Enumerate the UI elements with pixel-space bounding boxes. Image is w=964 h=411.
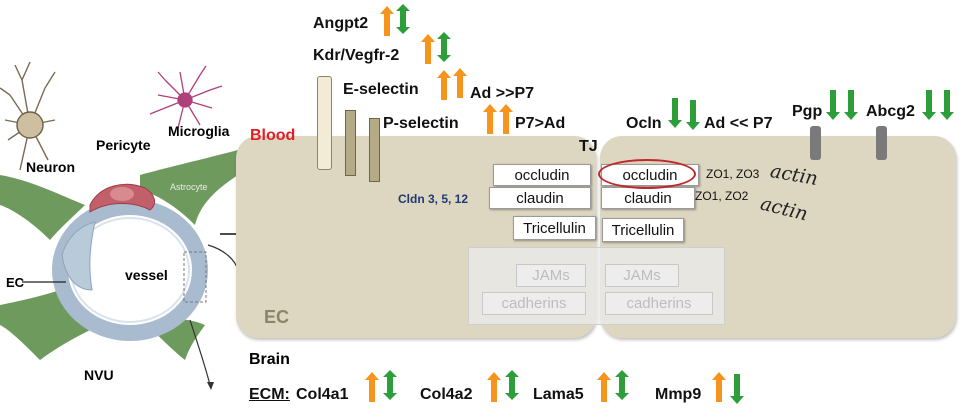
col4a2-label: Col4a2 [420, 386, 473, 403]
tj-label: TJ [579, 138, 598, 155]
eselectin-pillar-2 [345, 110, 356, 176]
ocln-label: Ocln [626, 115, 662, 132]
astrocyte-label: Astrocyte [170, 182, 208, 192]
ec-cell-label: EC [264, 307, 290, 327]
ec-left-label: EC [6, 275, 25, 290]
mmp9-label: Mmp9 [655, 386, 702, 403]
zo-top-label: ZO1, ZO3 [706, 167, 760, 181]
endothelial-cell [61, 221, 96, 291]
blood-label: Blood [250, 127, 296, 144]
jams-left: JAMs [516, 264, 586, 287]
astrocyte-top-left [0, 175, 85, 240]
jams-right: JAMs [605, 264, 679, 287]
astrocyte-top-right [140, 150, 238, 225]
vessel-outer [52, 199, 208, 341]
eselectin-note: Ad >>P7 [470, 85, 535, 102]
astrocyte-bottom-left [0, 290, 100, 360]
occludin-highlight-ring [598, 159, 696, 189]
zo-bottom-label: ZO1, ZO2 [695, 189, 749, 203]
nvu-illustration [0, 61, 239, 390]
col4a1-label: Col4a1 [296, 386, 349, 403]
cadherins-right: cadherins [605, 292, 713, 315]
neuron-cell [0, 61, 56, 171]
nvu-label: NVU [84, 367, 114, 383]
pericyte-label: Pericyte [96, 137, 151, 153]
pgp-transporter [810, 126, 821, 160]
tricellulin-right: Tricellulin [602, 218, 684, 242]
ocln-note: Ad << P7 [704, 115, 773, 132]
zoom-region [183, 251, 207, 303]
ecm-label: ECM: [249, 386, 290, 403]
angpt2-label: Angpt2 [313, 15, 369, 32]
vessel-label: vessel [125, 267, 168, 283]
brain-label: Brain [249, 351, 290, 368]
pselectin-pillar [369, 118, 380, 182]
eselectin-label: E-selectin [343, 81, 419, 98]
pselectin-label: P-selectin [383, 115, 459, 132]
tricellulin-left: Tricellulin [513, 216, 596, 240]
cadherins-left: cadherins [482, 292, 586, 315]
cldn-label: Cldn 3, 5, 12 [398, 192, 469, 206]
claudin-left: claudin [489, 187, 591, 209]
kdr-label: Kdr/Vegfr-2 [313, 47, 400, 64]
occludin-left: occludin [493, 164, 591, 186]
microglia-cell [149, 65, 223, 129]
pselectin-note: P7>Ad [515, 115, 566, 132]
microglia-label: Microglia [168, 123, 230, 139]
abcg2-label: Abcg2 [866, 103, 915, 120]
eselectin-pillar-1 [317, 76, 332, 170]
abcg2-transporter [876, 126, 887, 160]
claudin-right: claudin [601, 187, 695, 209]
lama5-label: Lama5 [533, 386, 584, 403]
pgp-label: Pgp [792, 103, 823, 120]
neuron-label: Neuron [26, 159, 75, 175]
